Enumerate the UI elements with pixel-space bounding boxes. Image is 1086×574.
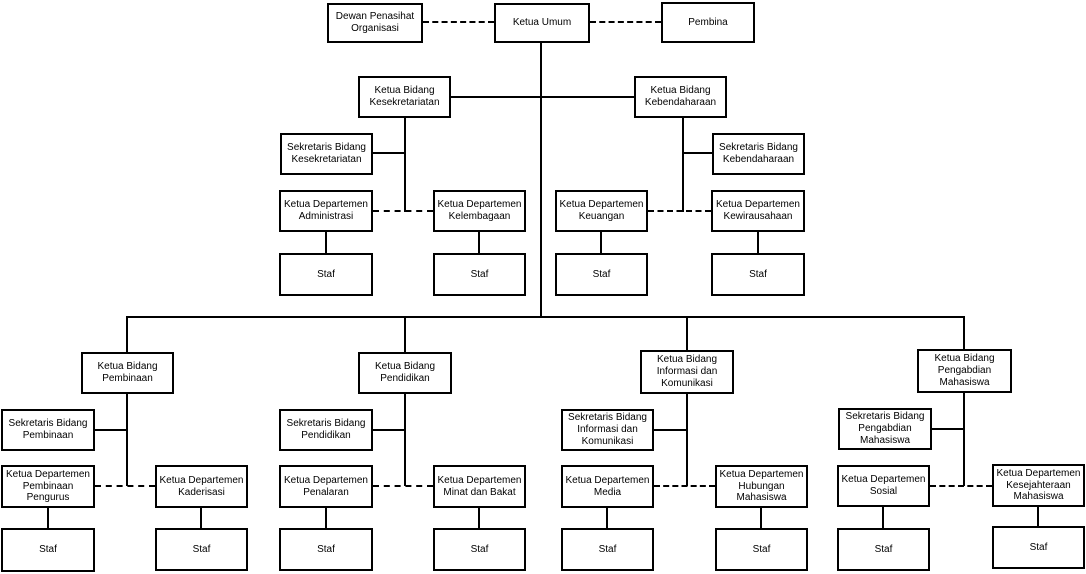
node-ketua-departemen-administrasi: Ketua Departemen Administrasi — [279, 190, 373, 232]
node-ketua-departemen-hubungan-mahasiswa: Ketua Departemen Hubungan Mahasiswa — [715, 465, 808, 508]
node-staf-kelembagaan: Staf — [433, 253, 526, 296]
node-ketua-departemen-kewirausahaan: Ketua Departemen Kewirausahaan — [711, 190, 805, 232]
node-ketua-departemen-penalaran: Ketua Departemen Penalaran — [279, 465, 373, 508]
connector-staf-minat-bakat-stub — [478, 508, 480, 528]
node-dewan-penasihat-organisasi: Dewan Penasihat Organisasi — [327, 3, 423, 43]
connector-dashed-penalaran-minat-bakat — [373, 485, 433, 487]
node-ketua-departemen-keuangan: Ketua Departemen Keuangan — [555, 190, 648, 232]
node-staf-administrasi: Staf — [279, 253, 373, 296]
node-sekretaris-bidang-informasi-komunikasi: Sekretaris Bidang Informasi dan Komunika… — [561, 409, 654, 451]
node-ketua-bidang-pengabdian-mahasiswa: Ketua Bidang Pengabdian Mahasiswa — [917, 349, 1012, 393]
node-staf-kaderisasi: Staf — [155, 528, 248, 571]
node-ketua-departemen-kelembagaan: Ketua Departemen Kelembagaan — [433, 190, 526, 232]
connector-staf-kelembagaan-stub — [478, 232, 480, 253]
node-staf-media: Staf — [561, 528, 654, 571]
connector-drop-pendidikan — [404, 318, 406, 352]
connector-staf-media-stub — [606, 508, 608, 528]
connector-staf-administrasi-stub — [325, 232, 327, 253]
connector-staf-penalaran-stub — [325, 508, 327, 528]
node-staf-kesejahteraan: Staf — [992, 526, 1085, 569]
connector-staf-kewirausahaan-stub — [757, 232, 759, 253]
connector-pengabdian-vertical — [963, 393, 965, 486]
node-ketua-bidang-pembinaan: Ketua Bidang Pembinaan — [81, 352, 174, 394]
connector-pembinaan-vertical — [126, 394, 128, 486]
node-ketua-departemen-pembinaan-pengurus: Ketua Departemen Pembinaan Pengurus — [1, 465, 95, 508]
connector-kebendaharaan-vertical — [682, 118, 684, 212]
node-staf-penalaran: Staf — [279, 528, 373, 571]
node-staf-keuangan: Staf — [555, 253, 648, 296]
connector-sekretaris-pendidikan-stub — [373, 429, 404, 431]
connector-staf-kaderisasi-stub — [200, 508, 202, 528]
node-ketua-departemen-media: Ketua Departemen Media — [561, 465, 654, 508]
connector-dashed-ketua-umum-pembina — [590, 21, 661, 23]
node-ketua-departemen-kaderisasi: Ketua Departemen Kaderisasi — [155, 465, 248, 508]
connector-bidang-bawah-horizontal — [126, 316, 965, 318]
connector-staf-keuangan-stub — [600, 232, 602, 253]
connector-sekretaris-kebendaharaan-stub — [684, 152, 712, 154]
node-ketua-bidang-kebendaharaan: Ketua Bidang Kebendaharaan — [634, 76, 727, 118]
connector-drop-pengabdian — [963, 318, 965, 349]
node-sekretaris-bidang-pengabdian-mahasiswa: Sekretaris Bidang Pengabdian Mahasiswa — [838, 408, 932, 450]
connector-staf-pembinaan-pengurus-stub — [47, 508, 49, 528]
node-sekretaris-bidang-pembinaan: Sekretaris Bidang Pembinaan — [1, 409, 95, 451]
connector-dashed-pembinaan-pengurus-kaderisasi — [95, 485, 155, 487]
node-pembina: Pembina — [661, 2, 755, 43]
node-ketua-bidang-informasi-komunikasi: Ketua Bidang Informasi dan Komunikasi — [640, 350, 734, 394]
connector-sekretaris-kesekretariatan-stub — [373, 152, 404, 154]
connector-sekretaris-pembinaan-stub — [95, 429, 126, 431]
connector-spine-vertical — [540, 43, 542, 318]
node-sekretaris-bidang-kebendaharaan: Sekretaris Bidang Kebendaharaan — [712, 133, 805, 175]
node-sekretaris-bidang-pendidikan: Sekretaris Bidang Pendidikan — [279, 409, 373, 451]
connector-sekretaris-informasi-stub — [654, 429, 687, 431]
connector-kesekretariatan-vertical — [404, 118, 406, 212]
connector-dashed-administrasi-kelembagaan — [373, 210, 433, 212]
connector-sekretaris-pengabdian-stub — [932, 428, 963, 430]
node-ketua-departemen-kesejahteraan-mahasiswa: Ketua Departemen Kesejahteraan Mahasiswa — [992, 464, 1085, 507]
connector-dashed-keuangan-kewirausahaan — [648, 210, 711, 212]
node-staf-sosial: Staf — [837, 528, 930, 571]
node-ketua-bidang-pendidikan: Ketua Bidang Pendidikan — [358, 352, 452, 394]
connector-bidang-atas-horizontal — [451, 96, 634, 98]
node-staf-minat-bakat: Staf — [433, 528, 526, 571]
connector-drop-informasi — [686, 318, 688, 350]
node-staf-kewirausahaan: Staf — [711, 253, 805, 296]
node-ketua-departemen-minat-dan-bakat: Ketua Departemen Minat dan Bakat — [433, 465, 526, 508]
node-ketua-umum: Ketua Umum — [494, 3, 590, 43]
connector-drop-pembinaan — [126, 318, 128, 352]
connector-dashed-media-hubungan — [654, 485, 715, 487]
connector-staf-hubungan-stub — [760, 508, 762, 528]
connector-staf-kesejahteraan-stub — [1037, 507, 1039, 526]
connector-informasi-vertical — [686, 394, 688, 486]
node-ketua-departemen-sosial: Ketua Departemen Sosial — [837, 465, 930, 507]
node-staf-pembinaan-pengurus: Staf — [1, 528, 95, 572]
connector-dashed-dewan-ketua-umum — [423, 21, 494, 23]
connector-staf-sosial-stub — [882, 507, 884, 528]
node-staf-hubungan: Staf — [715, 528, 808, 571]
connector-pendidikan-vertical — [404, 394, 406, 486]
connector-dashed-sosial-kesejahteraan — [930, 485, 992, 487]
node-ketua-bidang-kesekretariatan: Ketua Bidang Kesekretariatan — [358, 76, 451, 118]
node-sekretaris-bidang-kesekretariatan: Sekretaris Bidang Kesekretariatan — [280, 133, 373, 175]
